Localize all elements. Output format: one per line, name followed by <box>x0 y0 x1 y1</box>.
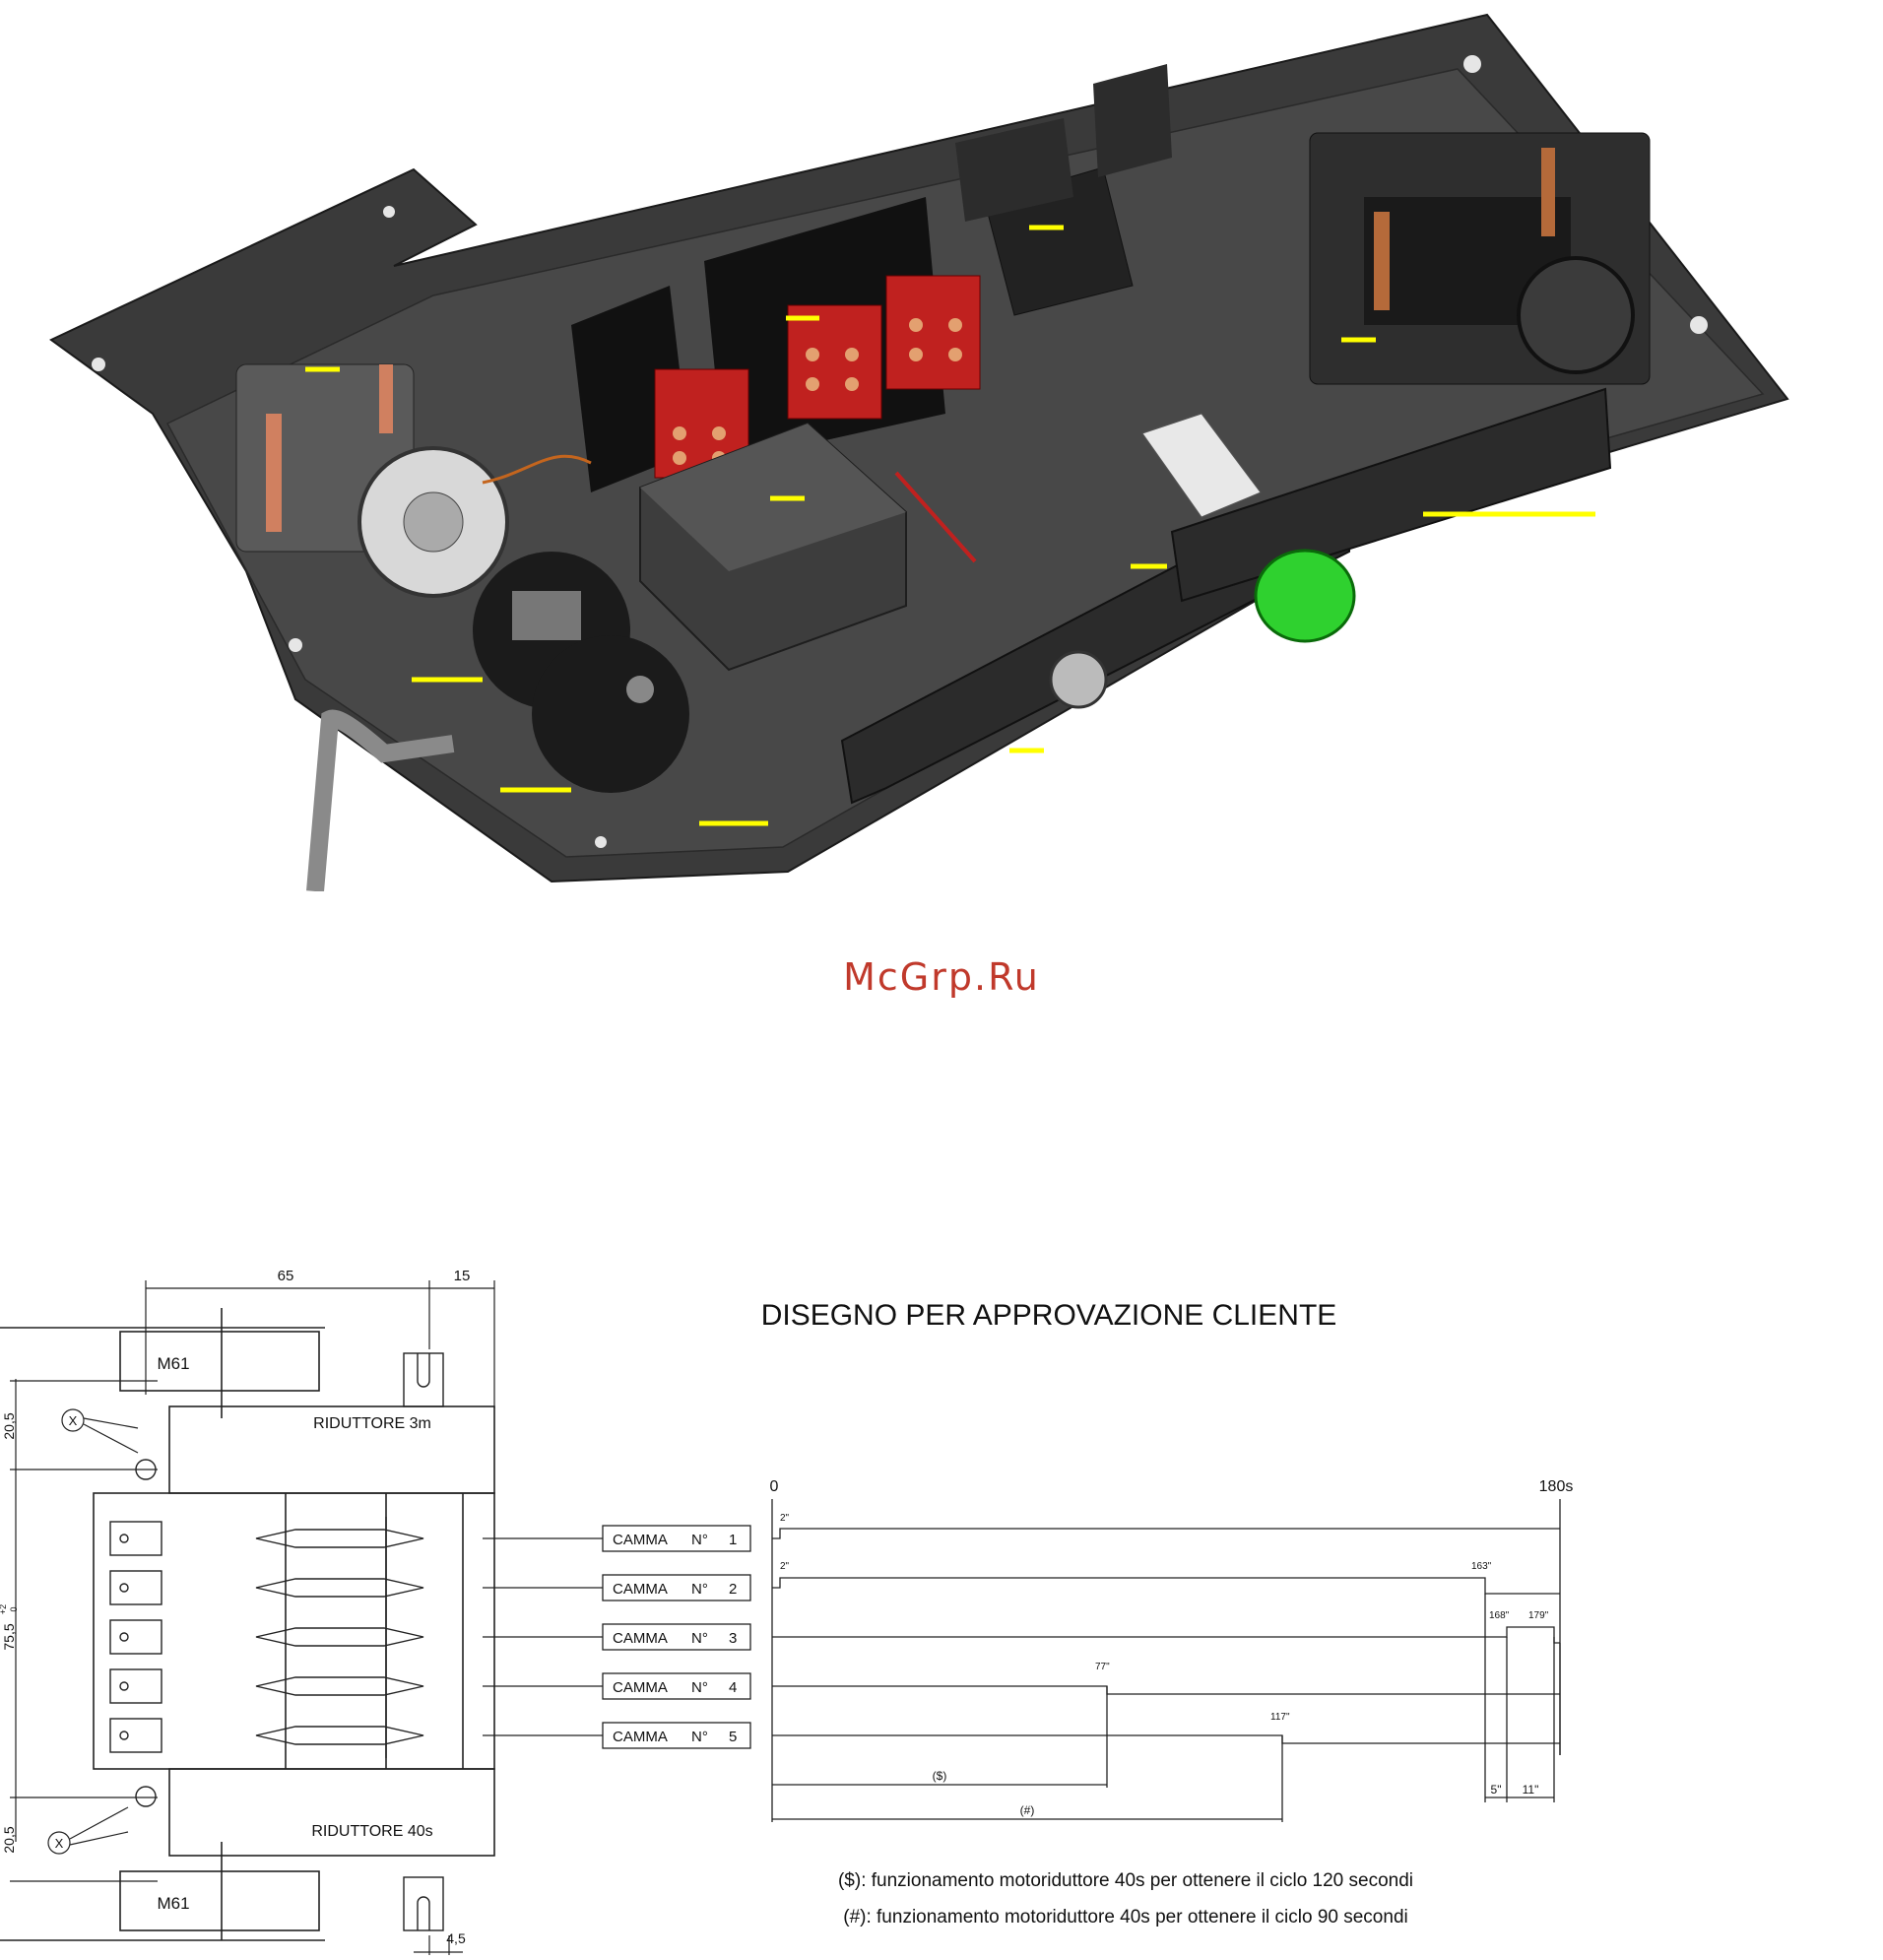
x-mark-1: X <box>69 1413 78 1428</box>
svg-text:5": 5" <box>1491 1783 1502 1797</box>
left-timer-motor <box>235 363 509 598</box>
note-dollar: ($): funzionamento motoriduttore 40s per… <box>838 1870 1413 1891</box>
water-hose <box>306 709 455 891</box>
svg-text:77": 77" <box>1095 1662 1110 1672</box>
svg-text:N°: N° <box>691 1630 708 1647</box>
dim-bottom-offset: 4,5 <box>446 1930 466 1946</box>
terminal-block <box>1141 413 1262 518</box>
dim-top-width: 65 <box>278 1268 294 1284</box>
svg-text:3: 3 <box>729 1630 737 1647</box>
svg-text:($): ($) <box>933 1769 947 1783</box>
label-motor-top: M61 <box>157 1354 189 1373</box>
svg-text:11": 11" <box>1523 1783 1539 1797</box>
span-labels: ($) (#) 5" 11" <box>933 1769 1539 1817</box>
pressure-switches <box>473 552 689 793</box>
terminals <box>109 1521 162 1753</box>
label-motor-bottom: M61 <box>157 1894 189 1913</box>
front-panel <box>840 387 1612 805</box>
svg-text:CAMMA: CAMMA <box>613 1581 668 1598</box>
dim-left-mid: 75,5 <box>1 1623 17 1650</box>
cam-leaders <box>483 1537 603 1736</box>
cam-discs <box>255 1517 424 1758</box>
timing-waveforms <box>771 1499 1561 1822</box>
dim-left-mid-sub: 0 <box>9 1606 19 1611</box>
svg-text:N°: N° <box>691 1532 708 1548</box>
svg-text:N°: N° <box>691 1581 708 1598</box>
svg-text:2": 2" <box>780 1513 790 1524</box>
green-knob <box>1254 549 1356 643</box>
mounting-holes <box>92 55 1708 848</box>
svg-text:N°: N° <box>691 1679 708 1696</box>
x-markers <box>47 1408 139 1855</box>
svg-text:CAMMA: CAMMA <box>613 1729 668 1745</box>
timeline-start: 0 <box>770 1478 779 1495</box>
top-relay <box>955 64 1172 316</box>
svg-text:N°: N° <box>691 1729 708 1745</box>
dim-left-mid-sup: +2 <box>0 1604 8 1614</box>
label-reducer-bottom: RIDUTTORE 40s <box>311 1823 432 1840</box>
dimension-lines <box>10 1280 495 1955</box>
svg-text:163": 163" <box>1471 1561 1492 1572</box>
svg-text:117": 117" <box>1270 1712 1290 1723</box>
svg-text:CAMMA: CAMMA <box>613 1532 668 1548</box>
svg-text:(#): (#) <box>1020 1803 1035 1817</box>
note-hash: (#): funzionamento motoriduttore 40s per… <box>843 1907 1407 1927</box>
relay-connectors <box>571 197 981 492</box>
mounting-lugs <box>135 1352 444 1931</box>
cam-label-boxes <box>602 1525 751 1749</box>
timeline-end: 180s <box>1539 1478 1574 1495</box>
cam-timer-outline <box>0 1308 495 1941</box>
dim-top-offset: 15 <box>454 1268 471 1284</box>
control-board-render <box>49 13 1789 891</box>
svg-text:2": 2" <box>780 1561 790 1572</box>
dim-left-upper: 20,5 <box>1 1412 17 1439</box>
svg-text:5: 5 <box>729 1729 737 1745</box>
svg-text:179": 179" <box>1528 1610 1549 1621</box>
x-mark-2: X <box>55 1836 64 1851</box>
label-reducer-top: RIDUTTORE 3m <box>313 1415 431 1432</box>
dim-left-lower: 20,5 <box>1 1826 17 1853</box>
right-cam-timer <box>1309 132 1651 385</box>
svg-text:168": 168" <box>1489 1610 1510 1621</box>
callout-markers <box>305 225 1595 826</box>
technical-drawing: DISEGNO PER APPROVAZIONE CLIENTE <box>0 1268 1574 1955</box>
watermark: McGrp.Ru <box>843 955 1040 999</box>
svg-text:4: 4 <box>729 1679 737 1696</box>
svg-text:2: 2 <box>729 1581 737 1598</box>
svg-text:CAMMA: CAMMA <box>613 1679 668 1696</box>
drawing-title: DISEGNO PER APPROVAZIONE CLIENTE <box>761 1299 1337 1332</box>
svg-text:1: 1 <box>729 1532 737 1548</box>
timing-marks: 2" 2" 163" 168" 179" 77" 117" <box>780 1513 1549 1723</box>
svg-text:CAMMA: CAMMA <box>613 1630 668 1647</box>
cam-labels: CAMMA N° 1 CAMMA N° 2 CAMMA N° 3 CAMMA N… <box>613 1532 737 1745</box>
